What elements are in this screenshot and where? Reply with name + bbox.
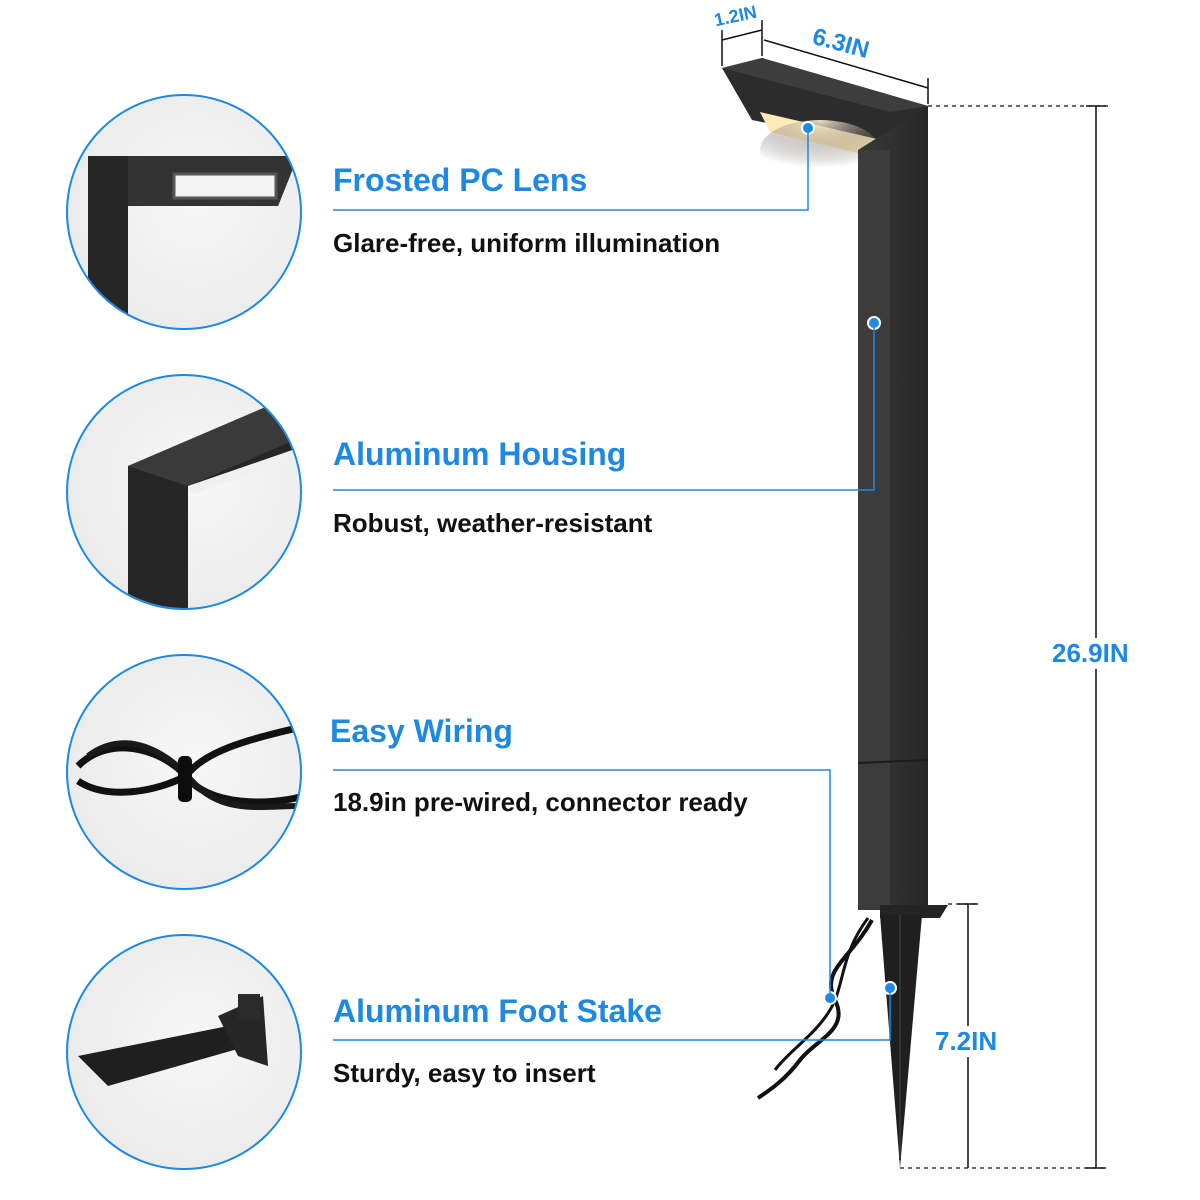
feature-desc-lens: Glare-free, uniform illumination [333, 228, 721, 258]
feature-desc-housing: Robust, weather-resistant [333, 508, 653, 538]
feature-desc-stake: Sturdy, easy to insert [333, 1058, 596, 1088]
lamp-head-top [722, 58, 928, 112]
dimension-total-height: 26.9IN [1052, 638, 1129, 669]
lens-closeup-image [66, 94, 302, 330]
lead-wire [756, 919, 874, 1100]
coiled-wire-image [66, 654, 302, 890]
dimension-stake-height: 7.2IN [935, 1026, 998, 1057]
ground-stake-image [66, 934, 302, 1170]
feature-desc-wiring: 18.9in pre-wired, connector ready [333, 787, 748, 817]
feature-title-stake: Aluminum Foot Stake [333, 993, 662, 1029]
feature-title-wiring: Easy Wiring [330, 713, 513, 749]
stake-collar [880, 905, 948, 918]
feature-title-housing: Aluminum Housing [333, 436, 627, 472]
feature-title-lens: Frosted PC Lens [333, 162, 588, 198]
housing-closeup-image [66, 374, 302, 610]
